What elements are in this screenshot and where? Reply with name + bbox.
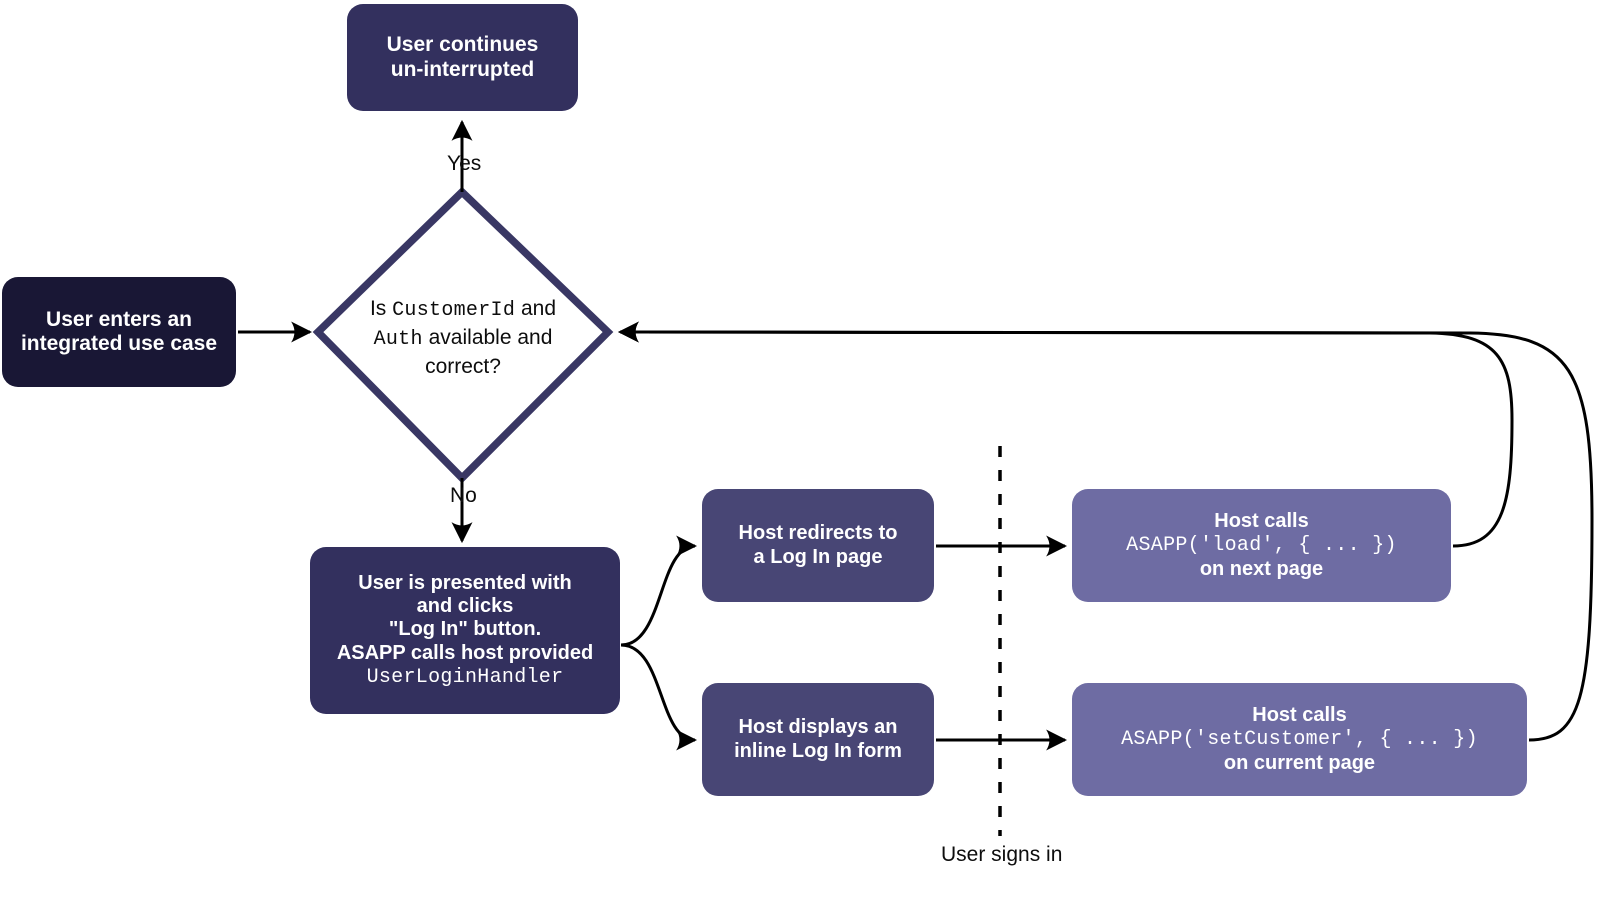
decision-text-and: and: [515, 297, 557, 320]
node-login-handler-code: UserLoginHandler: [366, 665, 564, 689]
node-host-setcustomer-code: ASAPP('setCustomer', { ... }): [1121, 728, 1478, 752]
decision-diamond-label: Is CustomerId and Auth available and cor…: [330, 295, 596, 380]
node-host-calls-asapp-setcustomer[interactable]: Host calls ASAPP('setCustomer', { ... })…: [1072, 683, 1527, 796]
node-inline-form-text: Host displays an inline Log In form: [712, 716, 924, 762]
decision-text-correct: correct?: [425, 355, 501, 378]
decision-text-auth: Auth: [373, 328, 423, 351]
node-redirect-line-2: a Log In page: [753, 545, 883, 568]
node-start-text: User enters an integrated use case: [12, 308, 226, 357]
node-login-line-4: ASAPP calls host provided: [336, 641, 594, 664]
decision-text-is: Is: [369, 297, 393, 320]
node-user-continues-uninterrupted[interactable]: User continues un-interrupted: [347, 4, 578, 111]
node-user-clicks-log-in[interactable]: User is presented with and clicks "Log I…: [310, 547, 620, 714]
node-redirect-text: Host redirects to a Log In page: [712, 522, 924, 568]
node-login-text: User is presented with and clicks "Log I…: [320, 572, 610, 689]
node-inline-form-line-2: inline Log In form: [734, 739, 902, 762]
divider-label-user-signs-in: User signs in: [941, 843, 1063, 866]
node-host-load-code: ASAPP('load', { ... }): [1126, 534, 1397, 558]
node-continue-line-2: un-interrupted: [390, 57, 535, 81]
node-host-displays-inline-log-in-form[interactable]: Host displays an inline Log In form: [702, 683, 934, 796]
node-inline-form-line-1: Host displays an: [738, 716, 898, 739]
node-host-load-line-top: Host calls: [1214, 510, 1309, 533]
decision-text-available-and: available and: [422, 326, 553, 349]
decision-text-customerid: CustomerId: [392, 299, 516, 322]
node-host-load-line-bottom: on next page: [1199, 557, 1324, 580]
node-host-redirects-to-log-in-page[interactable]: Host redirects to a Log In page: [702, 489, 934, 602]
node-login-line-2: and clicks: [416, 595, 514, 618]
node-host-calls-asapp-load[interactable]: Host calls ASAPP('load', { ... }) on nex…: [1072, 489, 1451, 602]
node-continue-text: User continues un-interrupted: [357, 33, 568, 82]
node-start-line-1: User enters an: [46, 307, 192, 331]
node-start-line-2: integrated use case: [20, 332, 218, 355]
edge-login-to-inline-form: [620, 643, 698, 751]
node-host-setcustomer-line-top: Host calls: [1252, 704, 1347, 727]
node-host-load-text: Host calls ASAPP('load', { ... }) on nex…: [1082, 510, 1441, 581]
node-login-line-3: "Log In" button.: [388, 618, 542, 641]
edge-login-to-redirect: [620, 535, 698, 647]
node-host-setcustomer-text: Host calls ASAPP('setCustomer', { ... })…: [1082, 704, 1517, 775]
node-user-enters-integrated-use-case[interactable]: User enters an integrated use case: [2, 277, 236, 387]
node-host-setcustomer-line-bottom: on current page: [1223, 751, 1376, 774]
edge-label-no: No: [450, 484, 477, 507]
node-continue-line-1: User continues: [386, 33, 539, 57]
node-redirect-line-1: Host redirects to: [738, 522, 898, 545]
node-login-line-1: User is presented with: [358, 572, 572, 595]
edge-label-yes: Yes: [447, 152, 482, 175]
